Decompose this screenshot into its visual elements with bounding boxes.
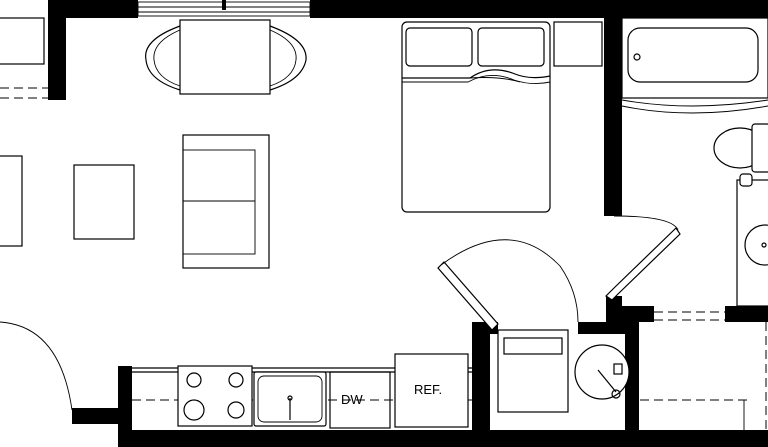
living-area [73, 134, 270, 269]
dishwasher: DW [329, 371, 391, 429]
doors [0, 215, 681, 411]
stove-icon [177, 365, 253, 427]
bathroom [621, 17, 768, 307]
wall-entry-left [472, 322, 490, 447]
dishwasher-label: DW [341, 392, 363, 407]
entry-door [437, 239, 579, 331]
kitchen: DW REF. [132, 353, 472, 429]
wall-kitchen-stub [72, 408, 122, 424]
wall-bathroom-left [604, 0, 622, 216]
bathroom-door [605, 215, 681, 301]
sofa-icon [182, 134, 270, 269]
wall-kitchen-left [118, 366, 132, 447]
dining-set [145, 19, 307, 95]
dining-table [179, 19, 271, 95]
wall-closet-top [578, 322, 638, 334]
coffee-table [73, 164, 135, 240]
sink-icon [253, 371, 327, 427]
toilet-icon [713, 123, 768, 173]
wall-left-closet [48, 0, 66, 100]
refrigerator: REF. [394, 353, 469, 428]
left-door [0, 321, 73, 411]
entry-closet [497, 329, 630, 413]
wall-top-left [48, 0, 138, 18]
left-closet [0, 17, 48, 247]
bed-icon [401, 21, 603, 213]
wall-closet-right [625, 322, 639, 447]
window-top [137, 0, 311, 17]
bathtub-icon [621, 17, 768, 99]
wall-bathroom-bottom [606, 306, 654, 322]
nightstand [553, 21, 603, 67]
lower-right-closet [640, 311, 768, 430]
water-heater-icon [574, 344, 630, 400]
refrigerator-label: REF. [414, 382, 442, 397]
vanity [736, 173, 768, 307]
washer-dryer [497, 329, 569, 413]
wall-bottom [118, 430, 768, 447]
wall-top-right [310, 0, 768, 18]
walls [48, 0, 768, 447]
wall-bathroom-bottom-right [725, 306, 768, 322]
